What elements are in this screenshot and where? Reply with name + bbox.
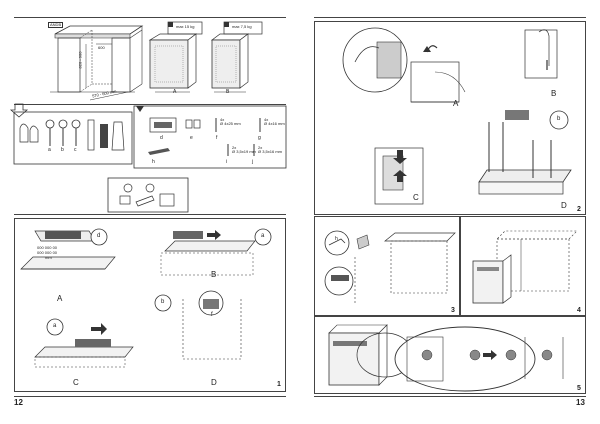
p2-callout-b: b: [557, 116, 561, 122]
step-panel-2: A B C D b 2: [314, 21, 586, 215]
screw-g-spec: 4x Ø 4x16 mm: [264, 117, 285, 126]
appliance-b-drawing: [210, 21, 263, 93]
left-page: ANDB 820 - 900 600 570 - 600 mm: [9, 17, 287, 407]
callout-d: d: [97, 233, 101, 239]
p2-step-b: B: [551, 89, 557, 98]
part-h: h: [152, 159, 155, 165]
page-number-left: 12: [14, 398, 23, 407]
step-label-d: D: [211, 378, 217, 387]
callout-a-2: a: [53, 323, 57, 329]
label-a: A: [173, 89, 177, 95]
dim-width: 600: [98, 45, 105, 50]
tools-drawing: [9, 103, 133, 165]
panel-3-drawing: [324, 230, 456, 303]
callout-b: b: [161, 299, 165, 305]
part-j: j: [252, 159, 254, 165]
label-b: B: [226, 89, 230, 95]
screw-i-spec: 2x Ø 3,5x19 mm: [232, 145, 257, 154]
weight-b: max 7,5 kg: [232, 24, 252, 29]
weight-a: max 15 kg: [176, 24, 195, 29]
mini-label-3: mm: [45, 255, 52, 260]
step-panel-5: 5: [314, 316, 586, 394]
step-label-a: A: [57, 294, 63, 303]
screw-f-spec: 4x Ø 4x25 mm: [220, 117, 241, 126]
p2-step-a: A: [453, 99, 459, 108]
p2-step-d: D: [561, 201, 567, 210]
bottom-rule-right: [314, 396, 586, 397]
right-page: A B C D b 2 h 3 4: [300, 0, 600, 424]
section-rule-2: [14, 214, 286, 215]
step-panel-1: 000 000 00 000 000 00 mm d a a b f A B C…: [14, 218, 286, 392]
part-i: i: [226, 159, 228, 165]
step-panel-4: 4: [460, 216, 586, 316]
part-e: e: [190, 135, 193, 141]
step-label-c: C: [73, 378, 79, 387]
top-rule: [14, 17, 286, 18]
part-d: d: [160, 135, 163, 141]
top-rule-right: [314, 17, 586, 18]
panel-number-4: 4: [577, 307, 581, 314]
panel-4-drawing: [472, 230, 578, 304]
page-number-right: 13: [576, 398, 585, 407]
bottom-rule: [14, 396, 286, 397]
figure-badge: ANDB: [48, 22, 64, 28]
section-rule: [14, 104, 286, 105]
callout-a-1: a: [261, 233, 265, 239]
panel-2-drawing: [342, 27, 572, 205]
appliance-a-drawing: [148, 21, 203, 93]
callout-f: f: [211, 312, 213, 318]
cabinet-drawing: [50, 25, 144, 101]
step-panel-3: h 3: [314, 216, 460, 316]
tool-c: c: [74, 147, 77, 153]
tool-a: a: [48, 147, 51, 153]
mini-label-2: 000 000 00: [37, 250, 58, 255]
info-box-drawing: [107, 177, 189, 213]
mini-label-1: 000 000 00: [37, 245, 58, 250]
part-g: g: [258, 135, 261, 141]
part-f: f: [216, 135, 218, 141]
panel-1-drawing: [20, 228, 272, 368]
screw-j-spec: 2x Ø 3,5x16 mm: [258, 145, 283, 154]
p2-step-c: C: [413, 193, 419, 202]
panel-number-3: 3: [451, 307, 455, 314]
panel-number-5: 5: [577, 385, 581, 392]
parts-drawing: [133, 105, 287, 169]
panel-5-drawing: [328, 324, 564, 392]
panel-number-1: 1: [277, 381, 281, 388]
step-label-b: B: [211, 270, 217, 279]
panel-number-2: 2: [577, 206, 581, 213]
p3-callout-h: h: [335, 236, 338, 242]
tool-b: b: [61, 147, 64, 153]
